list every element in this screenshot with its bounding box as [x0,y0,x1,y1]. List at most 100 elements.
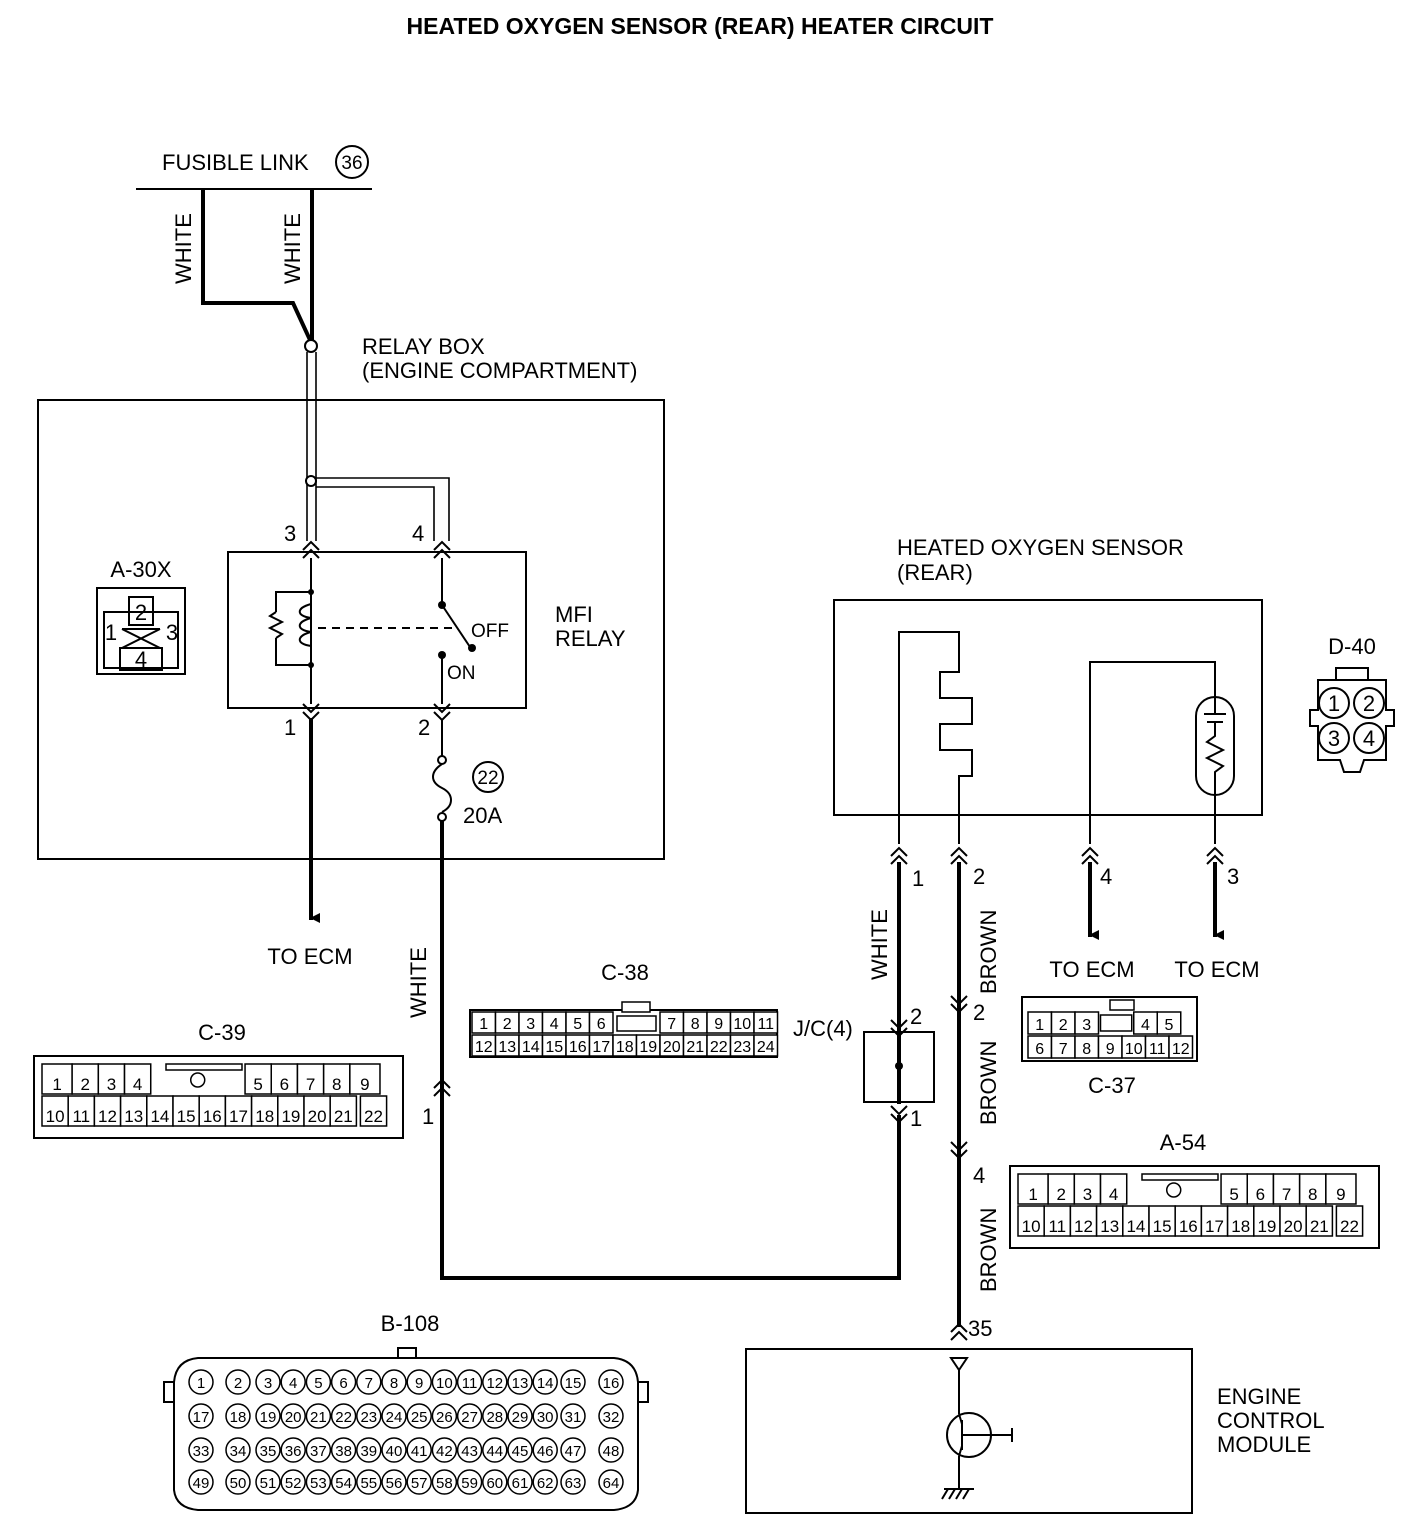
c37-pin: 11 [1149,1041,1166,1058]
c39-pin: 3 [107,1075,116,1094]
connector-a30x-name: A-30X [110,557,171,582]
pin-jc-1: 1 [910,1106,922,1131]
connector-a30x [96,587,186,675]
c38-pin: 20 [663,1039,681,1056]
a54-cell [1148,1205,1176,1237]
d40-pin: 1 [1328,691,1340,716]
b108-pin-circle [305,1369,332,1395]
d40-pin: 2 [1363,691,1375,716]
a54-pin: 14 [1126,1217,1145,1236]
connector-c37 [1021,996,1198,1062]
c38-pin: 2 [503,1016,512,1033]
b108-pin: 45 [512,1443,529,1460]
mfi-relay-label-1: MFI [555,602,593,627]
connector-c37-name: C-37 [1088,1073,1136,1098]
b108-pin-circle [280,1469,306,1495]
page-title: HEATED OXYGEN SENSOR (REAR) HEATER CIRCU… [407,13,994,39]
b108-pin-circle [598,1437,624,1463]
a54-cell [1095,1205,1124,1237]
connector-b108-name: B-108 [381,1311,440,1336]
b108-pin-circle [225,1369,251,1395]
a54-pin: 6 [1256,1185,1265,1204]
b108-pin-circle [532,1369,558,1395]
b108-pin: 17 [193,1409,210,1426]
c39-cell [359,1095,388,1127]
c38-pin: 22 [710,1039,728,1056]
b108-pin: 48 [603,1443,620,1460]
sensor-label-1: HEATED OXYGEN SENSOR [897,535,1184,560]
connector-b108 [173,1357,639,1511]
chevron-icon [302,540,320,559]
a30x-cell-4 [119,647,163,671]
relay-on-label: ON [447,663,476,684]
c38-pin: 1 [479,1016,488,1033]
wire-white-left [201,189,313,343]
b108-pin: 55 [360,1475,377,1492]
b108-pin: 22 [335,1409,352,1426]
c39-pin: 21 [334,1107,353,1126]
a54-pin: 15 [1153,1217,1172,1236]
a54-pin: 22 [1340,1217,1359,1236]
b108-pin-circle [560,1437,586,1463]
b108-pin-circle [482,1469,508,1495]
b108-pin-circle [330,1403,357,1429]
c39-cell [250,1095,279,1127]
c37-pin: 6 [1035,1041,1044,1058]
b108-pin-circle [598,1469,624,1495]
c38-pin: 18 [616,1039,634,1056]
chevron-icon [950,1322,968,1341]
b108-pin: 26 [436,1409,453,1426]
wire-label-white-2: WHITE [280,213,305,284]
c37-pin: 3 [1082,1017,1091,1034]
c38-pin: 8 [691,1016,700,1033]
c38-cell [753,1011,779,1034]
b108-pin: 31 [565,1409,582,1426]
chevron-icon [1206,846,1224,865]
b108-pin: 8 [390,1375,398,1392]
c38-pin: 3 [526,1016,535,1033]
b108-pin-circle [381,1469,407,1495]
a54-cell [1335,1205,1364,1237]
wire-label-brown-1: BROWN [976,910,1001,994]
c39-cell [296,1063,325,1095]
a54-cell [1017,1173,1049,1205]
b108-pin: 43 [461,1443,478,1460]
b108-pin-circle [280,1403,306,1429]
coil-resistor-wire [275,591,311,612]
c39-pin: 17 [229,1107,248,1126]
b108-pin: 34 [230,1443,247,1460]
resistor-icon [267,611,285,639]
b108-pin: 20 [285,1409,302,1426]
engine-control-module [745,1348,1193,1514]
c39-cell [198,1095,227,1127]
coil-resistor-wire-b [275,638,311,666]
b108-latch [397,1347,417,1359]
c37-latch [1109,999,1135,1011]
transistor-collector [958,1413,963,1425]
pin-relay-4: 4 [412,521,424,546]
a54-cell [1305,1205,1334,1237]
b108-pin: 29 [512,1409,529,1426]
c39-cell [93,1095,122,1127]
c39-pin: 16 [203,1107,222,1126]
relay-box-label-1: RELAY BOX [362,334,485,359]
c39-cell [67,1095,96,1127]
a54-pin: 19 [1257,1217,1276,1236]
b108-pin: 15 [565,1375,582,1392]
b108-pin: 27 [461,1409,478,1426]
b108-pin: 23 [360,1409,377,1426]
relay-box [37,399,665,860]
c39-pin: 20 [308,1107,327,1126]
a54-pin: 11 [1048,1217,1066,1236]
c38-pin: 16 [569,1039,587,1056]
c38-pin: 11 [757,1016,774,1033]
a54-pin: 3 [1083,1185,1092,1204]
mfi-relay [227,551,527,709]
a54-cell [1226,1205,1255,1237]
pin-relay-1: 1 [284,715,296,740]
connector-d40-name: D-40 [1328,634,1376,659]
